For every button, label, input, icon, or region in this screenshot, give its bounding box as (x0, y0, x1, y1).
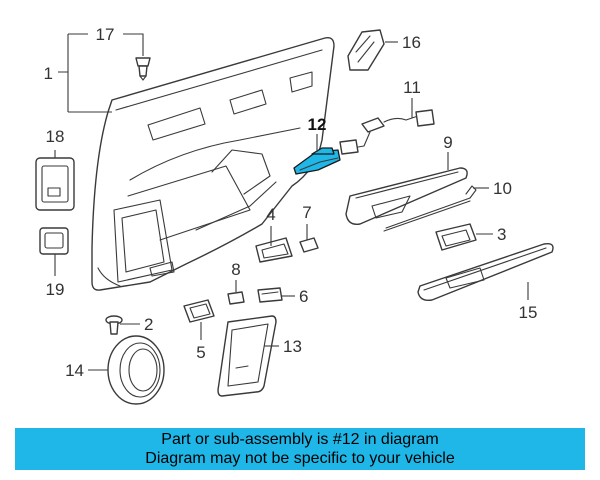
label-10: 10 (493, 179, 512, 198)
info-banner: Part or sub-assembly is #12 in diagram D… (15, 428, 585, 470)
part-11-harness (339, 109, 435, 155)
label-13: 13 (283, 337, 302, 356)
label-2: 2 (144, 315, 153, 334)
part-9-armrest-trim (345, 167, 468, 225)
label-1: 1 (44, 64, 53, 83)
banner-line-part-number: Part or sub-assembly is #12 in diagram (161, 431, 439, 448)
label-9: 9 (443, 133, 452, 152)
leader-lines (54, 33, 529, 371)
part-13-cover (217, 315, 277, 397)
label-18: 18 (46, 127, 65, 146)
label-16: 16 (402, 33, 421, 52)
label-15: 15 (519, 303, 538, 322)
label-12: 12 (308, 115, 327, 134)
label-14: 14 (65, 361, 84, 380)
callout-labels: 1 17 16 11 12 9 10 3 15 18 19 4 7 8 6 5 … (44, 25, 538, 380)
part-15-lower-trim (417, 242, 554, 302)
part-14-speaker-ring (107, 335, 165, 405)
label-8: 8 (231, 260, 240, 279)
part-2-push-clip (105, 315, 123, 335)
label-11: 11 (403, 78, 421, 97)
part-5-light (183, 299, 215, 323)
part-1-door-panel (91, 36, 335, 291)
part-7-cap (299, 237, 319, 253)
label-3: 3 (497, 225, 506, 244)
label-17: 17 (96, 25, 115, 44)
banner-line-disclaimer: Diagram may not be specific to your vehi… (145, 450, 455, 467)
part-6-connector (257, 287, 283, 303)
part-18-switch (35, 157, 75, 211)
label-7: 7 (302, 203, 311, 222)
label-5: 5 (196, 343, 205, 362)
part-8-cap (227, 291, 245, 305)
part-17-clip (135, 57, 151, 81)
label-19: 19 (46, 280, 65, 299)
label-4: 4 (266, 205, 275, 224)
part-3-handle-bezel (435, 223, 477, 251)
part-4-switch-housing (255, 237, 293, 263)
part-19-button (39, 227, 69, 255)
label-6: 6 (299, 287, 308, 306)
part-12-highlighted-switch (293, 147, 341, 175)
part-16-bracket (347, 29, 385, 71)
